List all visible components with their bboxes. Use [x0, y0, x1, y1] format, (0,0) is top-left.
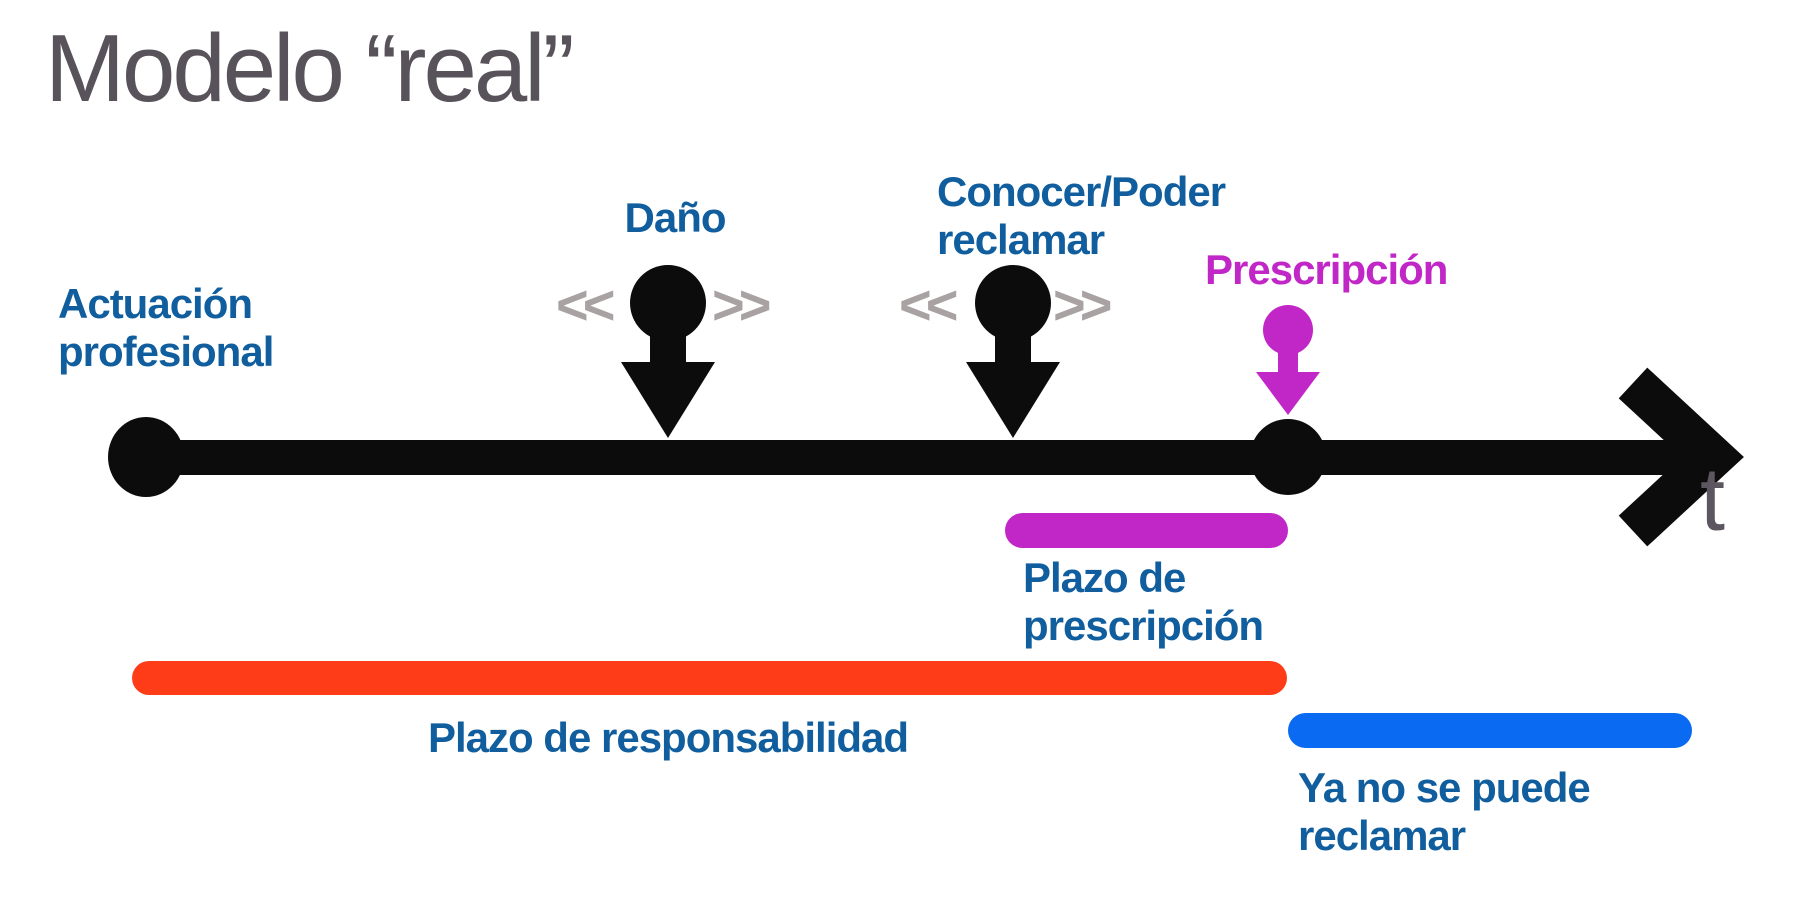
prescription-period-label: Plazo de prescripción	[1023, 554, 1264, 649]
dano-marker-arrowhead	[621, 362, 715, 438]
prescripcion-label: Prescripción	[1205, 246, 1448, 293]
prescripcion-marker-stem	[1278, 330, 1298, 376]
dano-chevrons-left-icon: <<	[556, 273, 615, 336]
actuacion-point-dot	[108, 417, 184, 497]
prescription-period-bar	[1005, 513, 1288, 548]
dano-label: Daño	[624, 194, 727, 241]
conocer-marker-arrowhead	[966, 362, 1060, 438]
actuacion-label: Actuación profesional	[58, 280, 274, 375]
no-claim-period-bar	[1288, 713, 1692, 748]
dano-chevrons-right-icon: >>	[712, 273, 771, 336]
liability-period-label: Plazo de responsabilidad	[427, 714, 909, 761]
time-axis-label: t	[1700, 450, 1726, 550]
prescripcion-marker-icon	[1256, 305, 1320, 415]
conocer-chevrons-right-icon: >>	[1053, 273, 1112, 336]
prescripcion-marker-arrowhead	[1256, 372, 1320, 415]
timeline-axis	[140, 440, 1696, 475]
prescripcion-point-dot	[1250, 419, 1326, 495]
no-claim-period-label: Ya no se puede reclamar	[1298, 764, 1591, 859]
dano-marker-icon	[621, 265, 715, 438]
conocer-chevrons-left-icon: <<	[899, 273, 958, 336]
dano-marker-stem	[650, 300, 686, 366]
conocer-marker-stem	[995, 300, 1031, 366]
liability-period-bar	[132, 661, 1287, 695]
conocer-label: Conocer/Poder reclamar	[937, 168, 1226, 263]
conocer-marker-icon	[966, 265, 1060, 438]
page-title: Modelo “real”	[45, 15, 575, 122]
timeline-arrowhead-icon	[1618, 367, 1744, 547]
